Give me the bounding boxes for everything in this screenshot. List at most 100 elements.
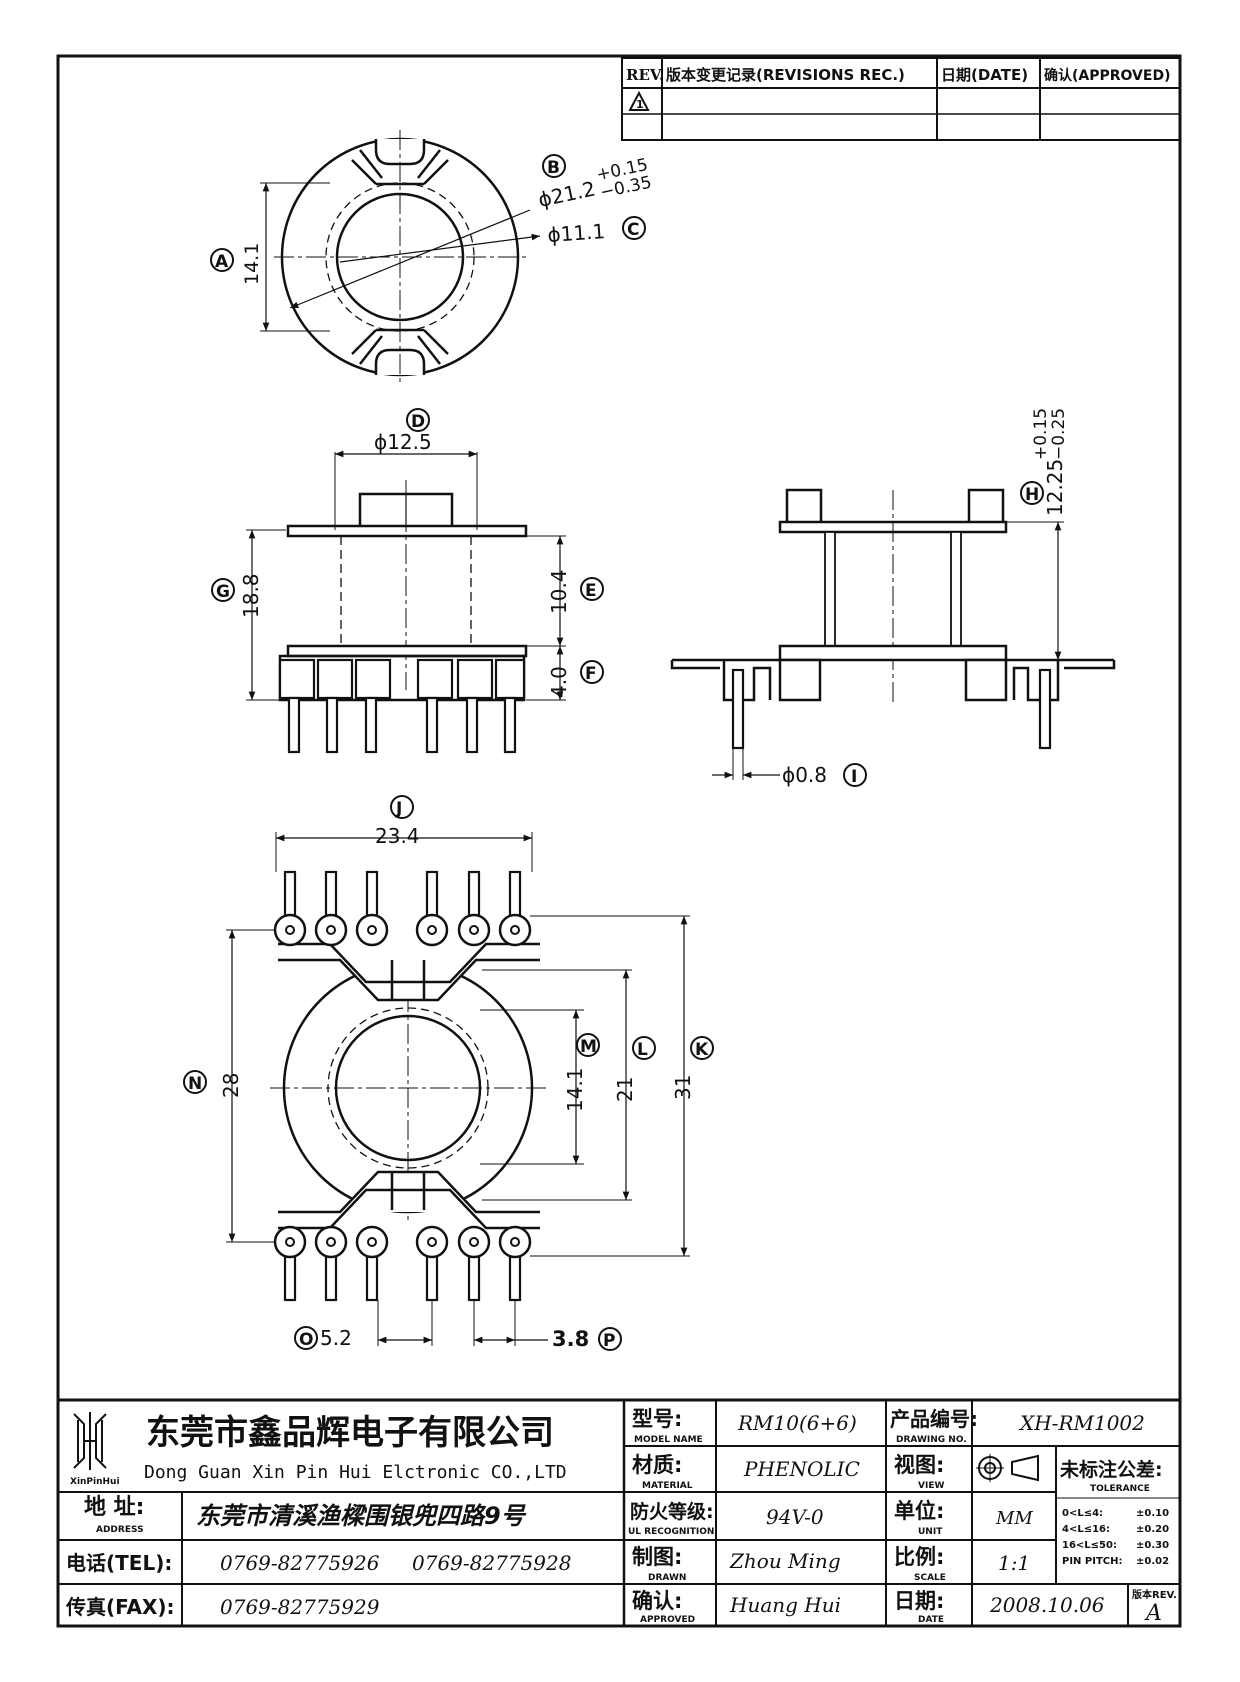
drawn-value: Zhou Ming	[729, 1549, 841, 1573]
tolerance-value-0: ±0.10	[1136, 1508, 1169, 1519]
callout-k-marker	[690, 1036, 714, 1060]
dim-h-tol-plus: +0.15	[1031, 408, 1051, 460]
approved-sub: APPROVED	[640, 1615, 695, 1625]
approved-label: 确认:	[632, 1589, 682, 1613]
unit-value: MM	[995, 1508, 1033, 1529]
callout-h-marker	[1020, 481, 1044, 505]
callout-f-marker	[580, 660, 604, 684]
callout-i-marker	[843, 763, 867, 787]
tolerance-value-2: ±0.30	[1136, 1540, 1169, 1551]
callout-h-label: H	[1025, 485, 1039, 505]
unit-sub: UNIT	[918, 1527, 943, 1537]
date-sub: DATE	[918, 1615, 944, 1625]
sheet-border	[56, 54, 1182, 1628]
revision-table: REV. 版本变更记录(REVISIONS REC.) 日期(DATE) 确认(…	[621, 57, 1181, 141]
view-label: 视图:	[894, 1453, 944, 1477]
callout-p-label: P	[603, 1331, 615, 1351]
callout-l-label: L	[637, 1040, 648, 1060]
callout-m-marker	[576, 1033, 600, 1057]
tolerance-value-3: ±0.02	[1136, 1556, 1169, 1567]
callout-f-label: F	[585, 664, 597, 684]
bottom-view	[226, 832, 690, 1346]
callout-a-marker	[210, 248, 234, 272]
callout-c-label: C	[627, 220, 639, 240]
material-value: PHENOLIC	[743, 1457, 860, 1481]
callout-d-marker	[406, 408, 430, 432]
company-name-en: Dong Guan Xin Pin Hui Elctronic CO.,LTD	[144, 1462, 567, 1483]
material-label: 材质:	[632, 1453, 682, 1477]
callout-e-marker	[580, 577, 604, 601]
model-label: 型号:	[632, 1407, 682, 1431]
dim-a-value: 14.1	[241, 243, 263, 285]
model-value: RM10(6+6)	[737, 1411, 857, 1435]
dim-i-value: ϕ0.8	[782, 763, 827, 787]
flame-value: 94V-0	[766, 1505, 824, 1529]
scale-label: 比例:	[894, 1545, 944, 1569]
dim-e-value: 10.4	[547, 569, 571, 614]
company-name-cn: 东莞市鑫品辉电子有限公司	[146, 1413, 554, 1453]
title-block	[58, 1398, 1180, 1626]
drawing-no-label: 产品编号:	[890, 1407, 978, 1431]
rev-header: REV.	[626, 66, 664, 84]
address-value: 东莞市清溪渔樑围银兜四路9号	[196, 1502, 527, 1530]
callout-g-marker	[211, 578, 235, 602]
rev-label: 版本REV.	[1132, 1588, 1177, 1601]
dim-l-value: 21	[613, 1077, 637, 1102]
approved-header: 确认(APPROVED)	[1044, 67, 1170, 84]
dim-d-value: ϕ12.5	[374, 430, 432, 454]
callout-g-label: G	[216, 582, 230, 602]
dim-h-tol-minus: −0.25	[1049, 408, 1069, 460]
dim-b-value: ϕ21.2	[536, 176, 597, 211]
dim-m-value: 14.1	[563, 1067, 587, 1112]
callout-m-label: M	[580, 1037, 597, 1057]
dim-g-value: 18.8	[239, 573, 263, 618]
dim-c-value: ϕ11.1	[547, 219, 606, 247]
drawing-no-value: XH-RM1002	[1018, 1411, 1145, 1435]
model-sub: MODEL NAME	[634, 1435, 703, 1445]
tel-label: 电话(TEL):	[66, 1551, 172, 1575]
flame-sub: UL RECOGNITION	[628, 1527, 714, 1537]
drawn-sub: DRAWN	[648, 1573, 686, 1583]
tolerance-range-2: 16<L≤50:	[1062, 1540, 1117, 1551]
callout-a-label: A	[215, 252, 229, 272]
callout-b-marker	[542, 154, 566, 178]
dim-j-value: 23.4	[375, 824, 420, 848]
revision-triangle-icon	[628, 90, 650, 111]
tel-value-1: 0769-82775926	[220, 1551, 380, 1575]
drawing-no-sub: DRAWING NO.	[896, 1435, 967, 1445]
projection-symbol-icon	[976, 1454, 1039, 1482]
company-logo-icon	[73, 1412, 107, 1470]
tolerance-label: 未标注公差:	[1059, 1458, 1163, 1481]
approved-value: Huang Hui	[729, 1593, 841, 1617]
view-sub: VIEW	[918, 1481, 944, 1491]
revisions-record-header: 版本变更记录(REVISIONS REC.)	[666, 66, 905, 84]
top-view	[260, 130, 541, 385]
address-sub: ADDRESS	[96, 1525, 144, 1535]
callout-n-marker	[183, 1070, 207, 1094]
dim-h-value: 12.25	[1043, 459, 1067, 516]
callout-b-label: B	[547, 158, 560, 178]
flame-label: 防火等级:	[630, 1500, 714, 1523]
scale-sub: SCALE	[914, 1573, 946, 1583]
side-view	[670, 488, 1116, 780]
callout-l-marker	[632, 1036, 656, 1060]
tel-value-2: 0769-82775928	[412, 1551, 571, 1575]
fax-label: 传真(FAX):	[65, 1595, 175, 1619]
front-view	[246, 450, 566, 754]
callout-c-marker	[622, 216, 646, 240]
dim-k-value: 31	[671, 1075, 695, 1100]
date-label: 日期:	[894, 1589, 944, 1613]
callout-j-label: J	[395, 799, 402, 819]
callout-k-label: K	[695, 1040, 709, 1060]
callout-j-marker	[390, 795, 414, 819]
dim-f-value: 4.0	[547, 666, 571, 698]
callout-e-label: E	[585, 581, 597, 601]
tolerance-sub: TOLERANCE	[1090, 1484, 1150, 1494]
logo-caption: XinPinHui	[70, 1477, 120, 1487]
date-value: 2008.10.06	[989, 1593, 1105, 1617]
callout-o-label: O	[299, 1330, 313, 1350]
tolerance-range-0: 0<L≤4:	[1062, 1508, 1103, 1519]
tolerance-range-1: 4<L≤16:	[1062, 1524, 1110, 1535]
dim-p-value: 3.8	[552, 1327, 589, 1351]
